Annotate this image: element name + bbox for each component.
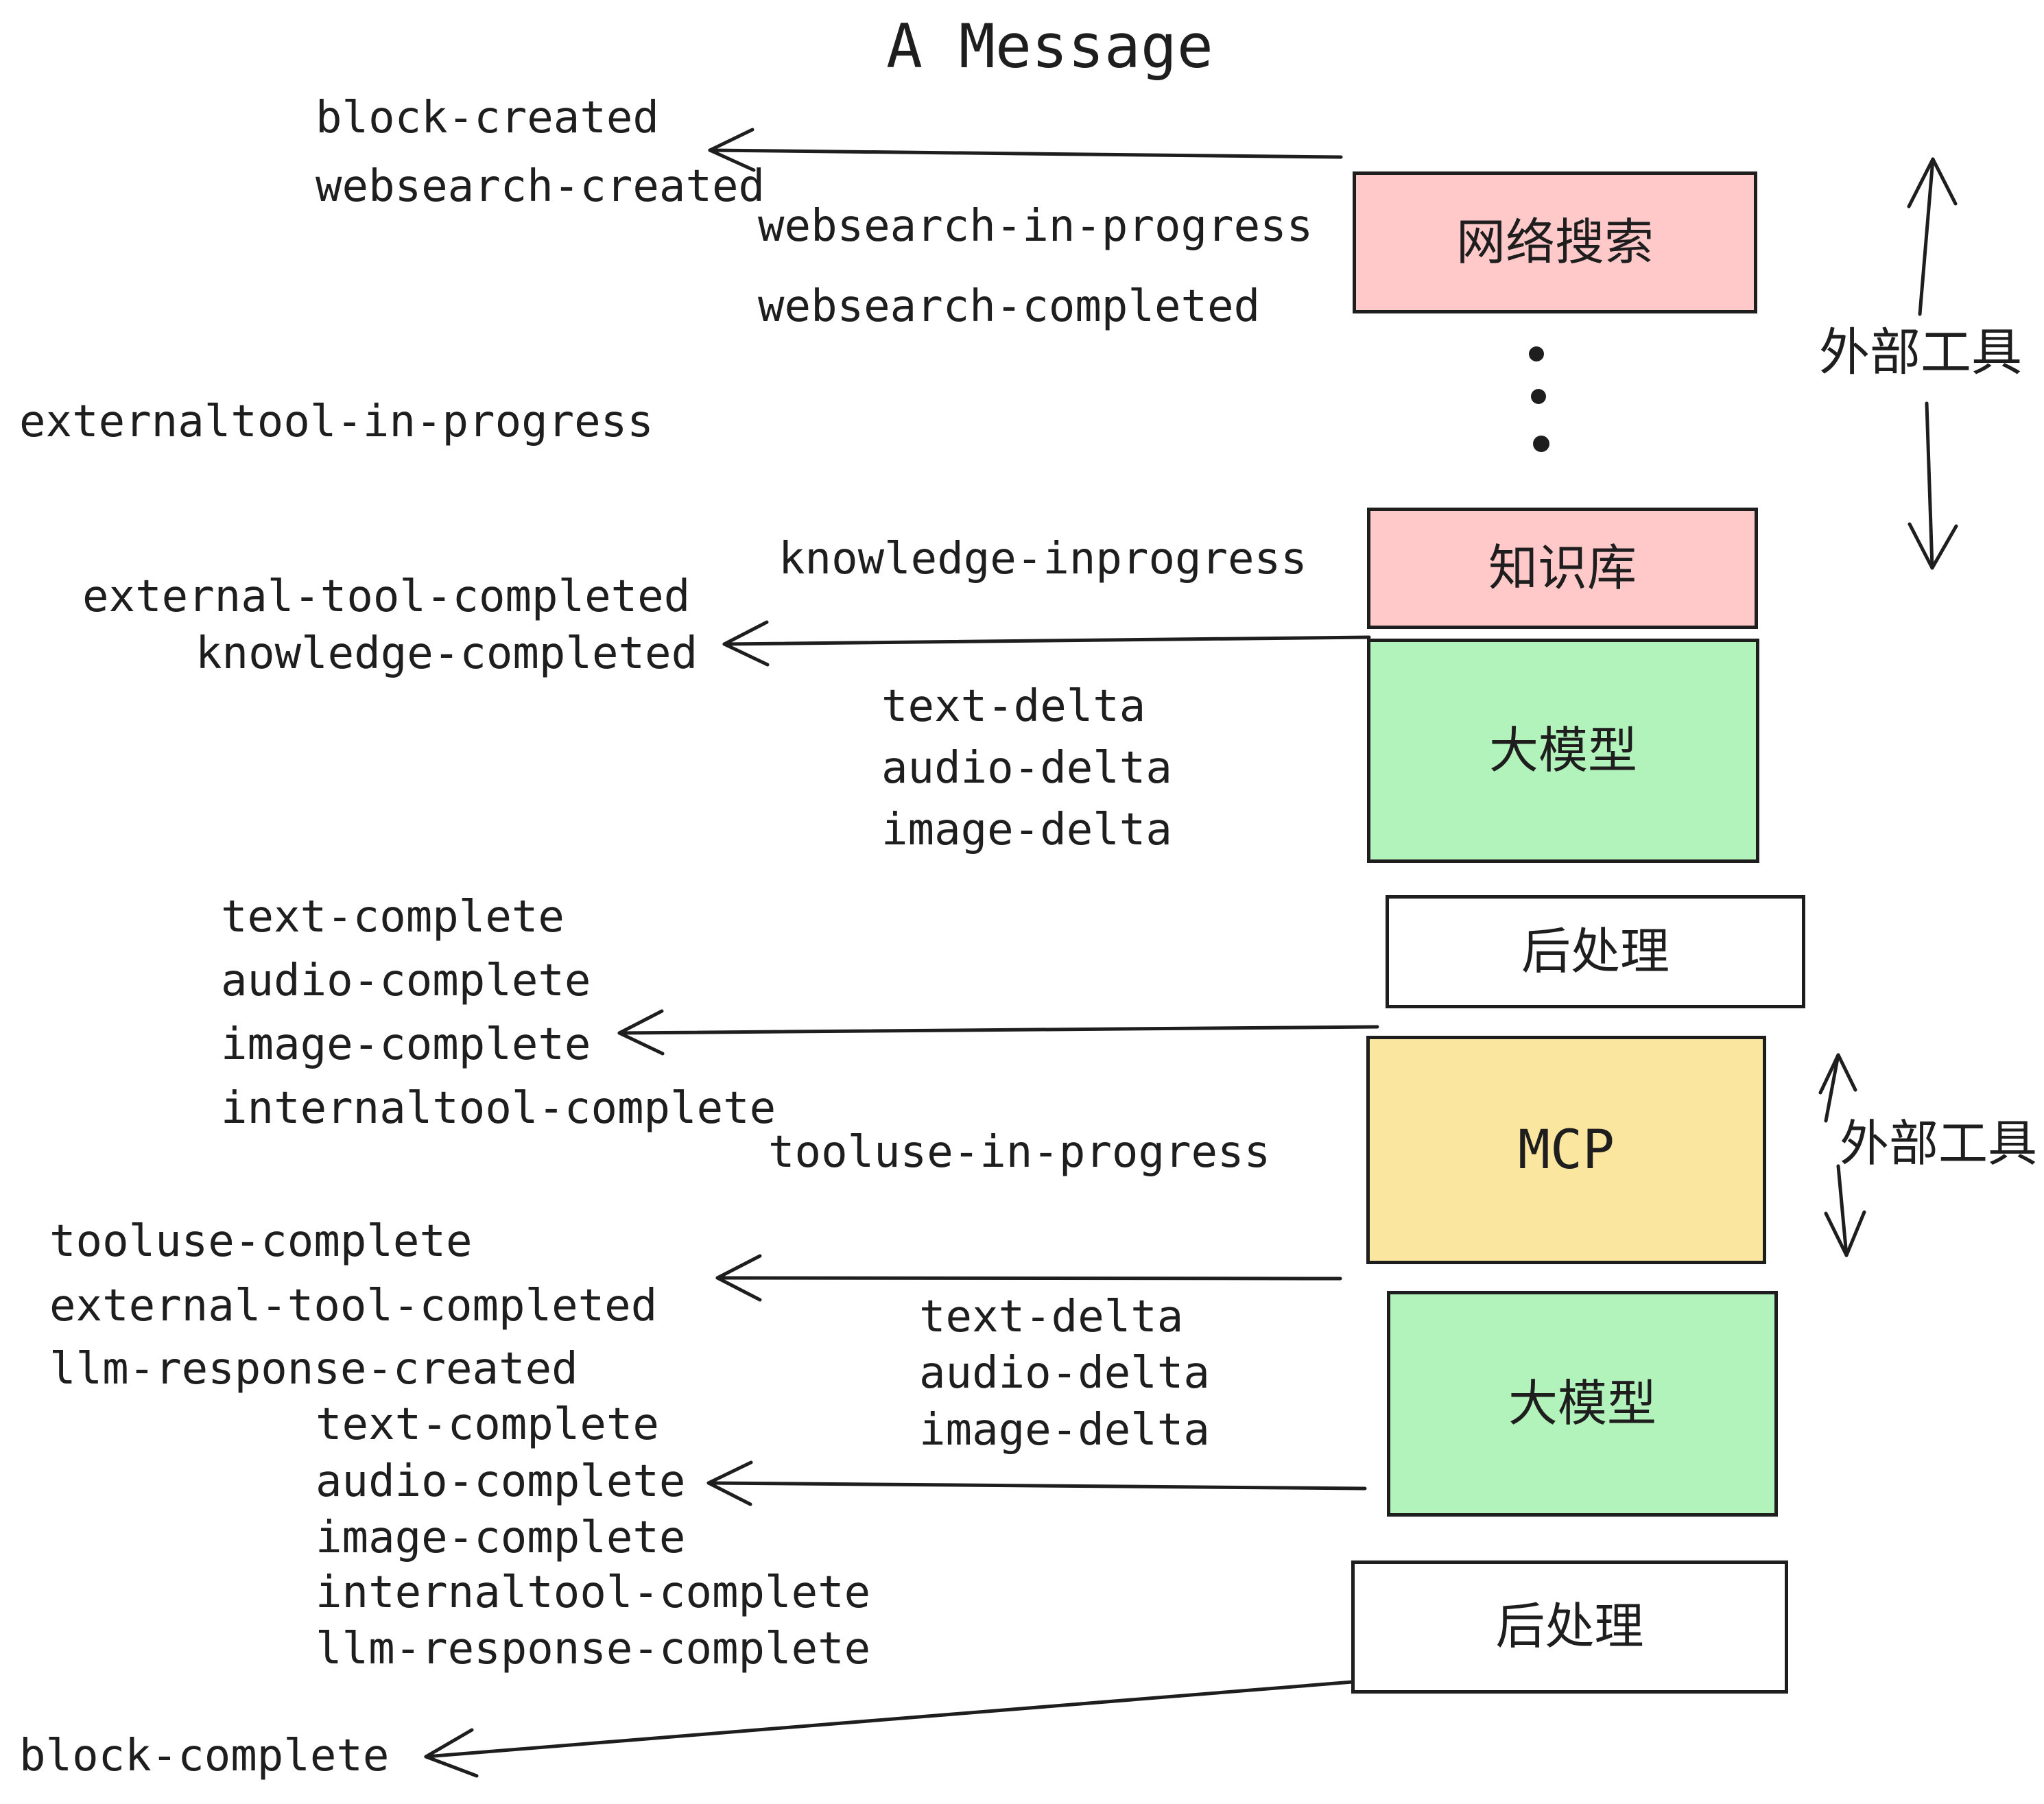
event-image-delta-1: image-delta (881, 805, 1172, 855)
node-llm-2: 大模型 (1387, 1291, 1778, 1517)
node-mcp: MCP (1366, 1036, 1766, 1264)
event-internaltool-complete-2: internaltool-complete (316, 1567, 871, 1618)
node-knowledge-label: 知识库 (1488, 541, 1637, 596)
event-knowledge-completed: knowledge-completed (195, 628, 698, 679)
node-postprocess-2: 后处理 (1351, 1560, 1788, 1694)
event-block-complete: block-complete (19, 1731, 390, 1781)
event-externaltool-in-progress: externaltool-in-progress (19, 396, 654, 447)
node-llm-1-label: 大模型 (1488, 723, 1637, 779)
ellipsis-dots-icon (1529, 346, 1549, 452)
event-image-delta-2: image-delta (919, 1405, 1210, 1456)
page-title: A Message (886, 11, 1213, 82)
external-tool-top-up-arrow (1907, 157, 1958, 316)
event-knowledge-inprogress: knowledge-inprogress (779, 534, 1307, 584)
event-websearch-created: websearch-created (316, 161, 765, 212)
node-postprocess-1: 后处理 (1386, 895, 1805, 1008)
event-audio-delta-2: audio-delta (919, 1348, 1210, 1399)
node-postprocess-2-label: 后处理 (1495, 1600, 1644, 1654)
node-llm-1: 大模型 (1367, 639, 1759, 863)
event-llm-response-complete: llm-response-complete (316, 1624, 871, 1674)
event-image-complete-1: image-complete (221, 1019, 591, 1070)
arrow-complete-2 (706, 1460, 1367, 1506)
event-image-complete-2: image-complete (316, 1512, 686, 1563)
event-block-created: block-created (316, 93, 659, 143)
event-audio-delta-1: audio-delta (881, 743, 1172, 794)
event-text-complete-1: text-complete (221, 892, 565, 942)
external-tool-mid-up-arrow (1818, 1053, 1857, 1123)
external-tool-mid-label: 外部工具 (1840, 1117, 2038, 1172)
event-tooluse-complete: tooluse-complete (49, 1216, 473, 1267)
node-postprocess-1-label: 后处理 (1521, 924, 1669, 980)
arrow-knowledge-completed (722, 620, 1371, 667)
event-text-complete-2: text-complete (316, 1399, 659, 1450)
event-external-tool-completed-2: external-tool-completed (49, 1281, 658, 1331)
arrow-block-created (708, 128, 1343, 172)
event-llm-response-created: llm-response-created (49, 1344, 578, 1394)
event-text-delta-1: text-delta (881, 681, 1146, 732)
arrow-block-complete (424, 1680, 1355, 1778)
node-knowledge: 知识库 (1367, 508, 1758, 629)
event-audio-complete-1: audio-complete (221, 956, 591, 1006)
external-tool-mid-down-arrow (1824, 1164, 1866, 1257)
node-mcp-label: MCP (1518, 1119, 1615, 1181)
event-audio-complete-2: audio-complete (316, 1456, 686, 1507)
event-tooluse-in-progress: tooluse-in-progress (768, 1127, 1271, 1178)
event-websearch-in-progress: websearch-in-progress (758, 201, 1314, 252)
external-tool-top-down-arrow (1908, 401, 1958, 570)
external-tool-top-label: 外部工具 (1819, 324, 2022, 381)
arrow-internal-complete-1 (617, 1009, 1379, 1056)
node-websearch: 网络搜索 (1353, 171, 1757, 313)
event-websearch-completed: websearch-completed (758, 281, 1261, 332)
event-external-tool-completed-1: external-tool-completed (82, 571, 691, 622)
node-websearch-label: 网络搜索 (1455, 215, 1654, 270)
event-text-delta-2: text-delta (919, 1292, 1184, 1342)
arrow-tooluse-complete (715, 1254, 1342, 1302)
node-llm-2-label: 大模型 (1508, 1376, 1656, 1432)
event-internaltool-complete-1: internaltool-complete (221, 1083, 776, 1134)
